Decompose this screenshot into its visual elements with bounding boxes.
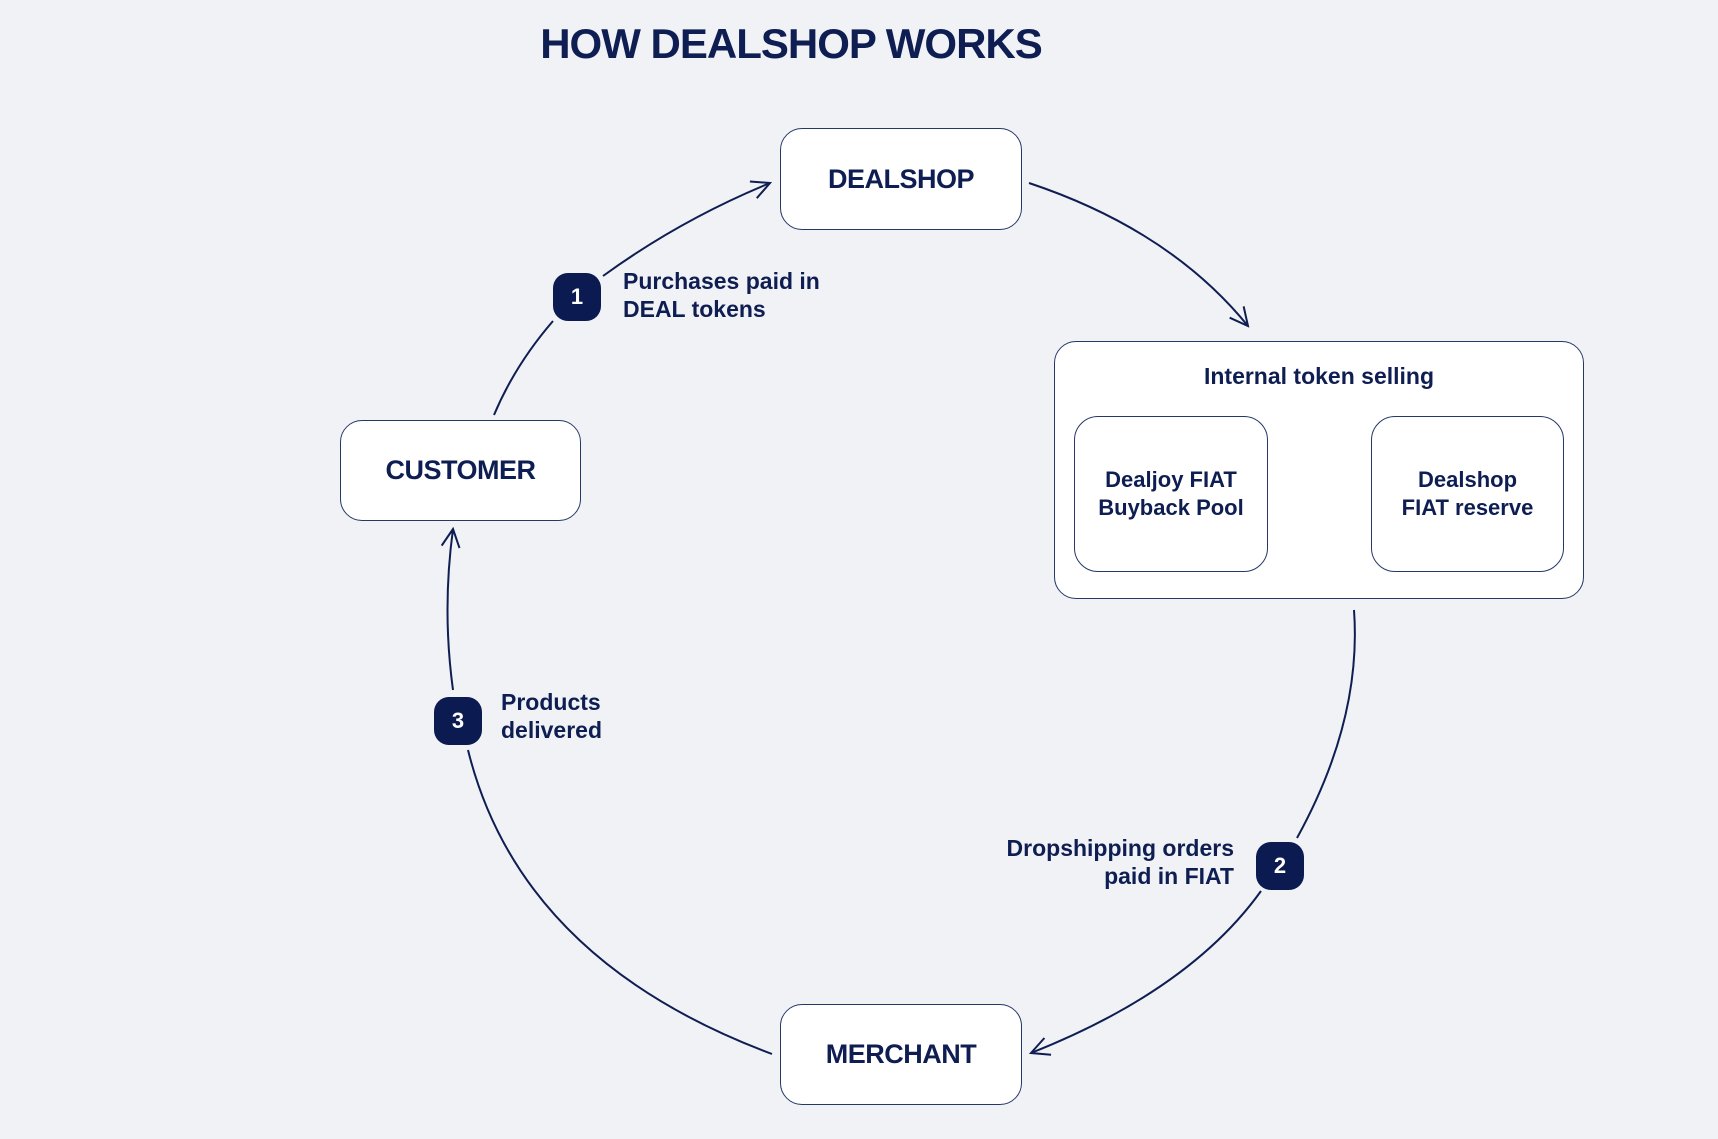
node-customer-label: CUSTOMER (385, 455, 536, 485)
node-buyback-pool: Dealjoy FIAT Buyback Pool (1074, 416, 1268, 572)
reserve-line1: Dealshop (1417, 467, 1518, 492)
buyback-line2: Buyback Pool (1098, 495, 1244, 520)
step-2-number: 2 (1273, 853, 1287, 878)
edge-customer-to-dealshop (602, 183, 770, 277)
step-3-number: 3 (451, 708, 465, 733)
buyback-line1: Dealjoy FIAT (1105, 467, 1237, 492)
edge-customer-to-dealshop-lower (493, 320, 554, 416)
step-3-line2: delivered (501, 717, 602, 743)
step-3-line1: Products (501, 689, 601, 715)
step-2-line2: paid in FIAT (1104, 863, 1234, 889)
edge-merchant-to-customer-lower (467, 749, 773, 1055)
step-1-number: 1 (570, 284, 584, 309)
node-dealshop-label: DEALSHOP (827, 163, 975, 194)
step-badge-3: 3 (434, 697, 482, 745)
node-fiat-reserve: Dealshop FIAT reserve (1371, 416, 1564, 572)
step-badge-2: 2 (1256, 842, 1304, 890)
edge-internal-to-merchant-lower (1031, 890, 1262, 1053)
edge-dealshop-to-internal (1028, 182, 1248, 326)
page-title: HOW DEALSHOP WORKS (540, 20, 1043, 67)
reserve-line2: FIAT reserve (1401, 495, 1534, 520)
node-dealshop: DEALSHOP (780, 128, 1022, 230)
step-1-line1: Purchases paid in (623, 268, 820, 294)
step-3-label: Products delivered (501, 688, 602, 744)
edge-internal-to-merchant-upper (1296, 609, 1356, 839)
edge-merchant-to-customer-upper (448, 529, 454, 691)
step-1-label: Purchases paid in DEAL tokens (623, 267, 820, 323)
node-merchant-label: MERCHANT (825, 1039, 977, 1069)
node-customer: CUSTOMER (340, 420, 581, 521)
step-2-label: Dropshipping orders paid in FIAT (1007, 834, 1234, 890)
step-2-line1: Dropshipping orders (1006, 835, 1234, 861)
step-badge-1: 1 (553, 273, 601, 321)
group-title: Internal token selling (1203, 363, 1435, 389)
step-1-line2: DEAL tokens (623, 296, 766, 322)
node-merchant: MERCHANT (780, 1004, 1022, 1105)
